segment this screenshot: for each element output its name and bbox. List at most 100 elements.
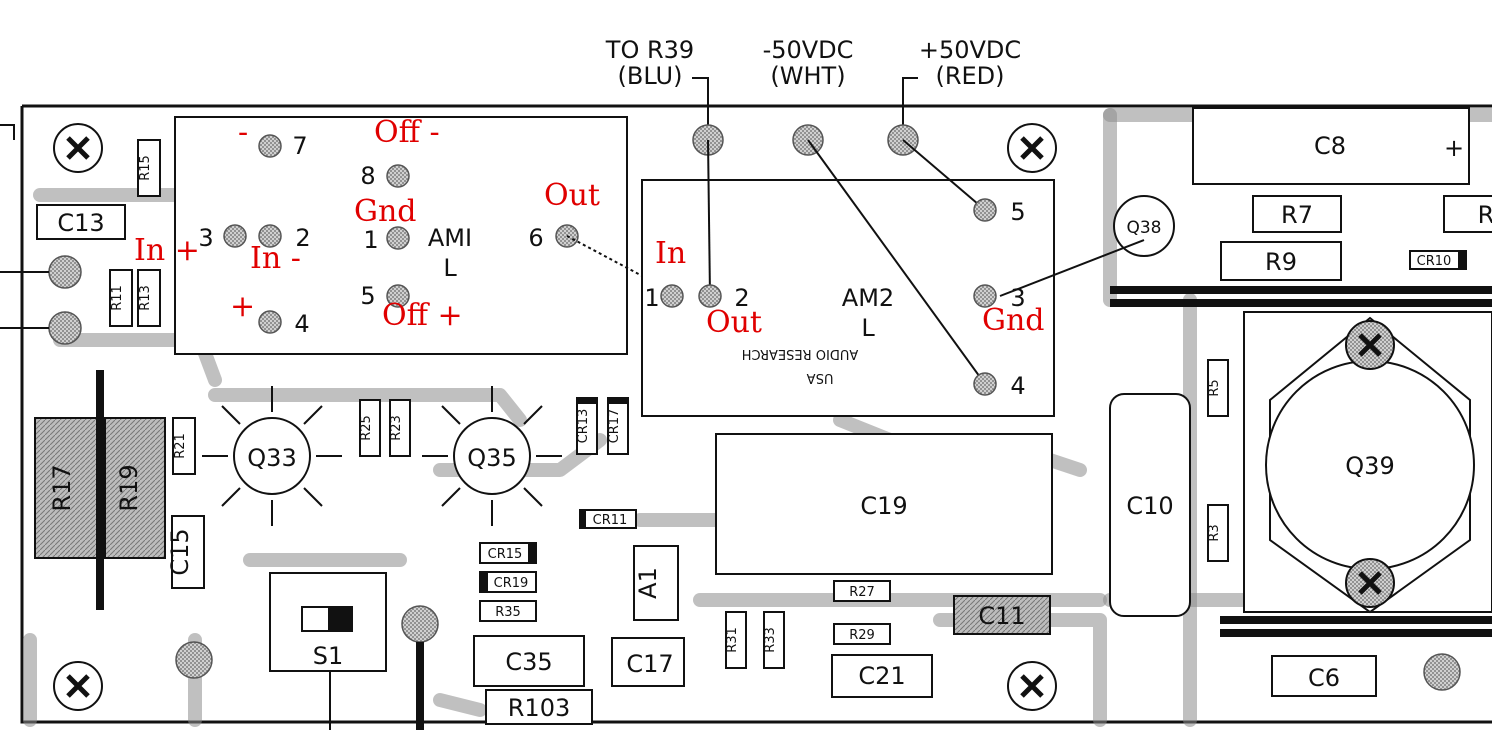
s1-label: S1 [313,642,344,670]
c35-label: C35 [505,648,552,676]
am1-pin-5-label: 5 [360,282,375,310]
cr11-band [580,510,586,528]
q38-trace [999,239,1145,297]
am2-pin-5-label: 5 [1010,198,1025,226]
r31-label: R31 [725,627,740,653]
cr10-label: CR10 [1417,254,1452,269]
mounting-hole-bottom-left [53,661,103,711]
c17-label: C17 [626,650,673,678]
r3-resistor [1207,504,1229,562]
r27-label: R27 [849,585,875,600]
tor39-trace [707,139,711,297]
am1-pin-8-label: 8 [360,162,375,190]
r-cut-resistor [1443,195,1492,233]
r23-label: R23 [389,415,404,441]
am1-pin-1 [386,226,410,250]
c6-label: C6 [1308,664,1340,692]
am1-pin-2 [258,224,282,248]
pos50vdc-wire [902,77,918,135]
terminal-bottom-left [175,641,213,679]
q39-screw-top [1345,320,1395,370]
am1-pin-1-label: 1 [363,226,378,254]
r3-label: R3 [1207,524,1222,541]
r9-resistor [1220,241,1342,281]
q38-transistor [1113,195,1175,257]
am2-pin-4-label: 4 [1010,372,1025,400]
am2-pin-2-label: 2 [734,284,749,312]
am2-name-label: AM2 [842,284,894,312]
q33-transistor [202,386,342,526]
r29-resistor [833,623,891,645]
a1-label: A1 [634,567,662,599]
annotation-minus-pin7: - [238,115,248,150]
q35-label: Q35 [467,444,516,472]
r27-resistor [833,580,891,602]
am1-pin-3 [223,224,247,248]
cr17-band [608,398,628,404]
cr15-band [528,543,536,563]
cr10-band [1458,251,1466,269]
annotation-in-minus: In - [250,241,301,276]
r11-resistor [109,269,133,327]
am2-mirrored-origin-text: USA [806,370,833,385]
r33-resistor [763,611,785,669]
r5-resistor [1207,359,1229,417]
cr17-label: CR17 [607,409,622,444]
c21-capacitor [831,654,933,698]
mounting-hole-top-mid [1007,123,1057,173]
am1-pin-5 [386,284,410,308]
neg50vdc-label: -50VDC [763,36,854,64]
annotation-off-minus: Off - [374,115,440,150]
pos50vdc-label: +50VDC [919,36,1021,64]
handwritten-annotations: - Off - Gnd In + In - + Off + Out In Out… [134,115,1045,340]
am2-pin-3 [973,284,997,308]
a1-module [633,545,679,621]
neg50vdc-trace [807,139,986,385]
cr19-label: CR19 [494,576,529,591]
am2-pin-4 [973,372,997,396]
r19-resistor [104,417,166,559]
am2-sub-label: L [861,314,875,342]
am1-pin-8 [386,164,410,188]
r23-resistor [389,399,411,457]
r25-label: R25 [359,415,374,441]
pos50vdc-trace [902,139,986,211]
am1-pin-4-label: 4 [294,310,309,338]
am2-pin-1 [660,284,684,308]
annotation-in-plus: In + [134,233,200,268]
am1-pin-7 [258,134,282,158]
am1-sub-label: L [443,254,457,282]
annotation-off-plus: Off + [382,298,463,333]
s1-actuator-knob [328,607,352,631]
c19-label: C19 [860,492,907,520]
c13-capacitor [36,204,126,240]
am1-pin-4 [258,310,282,334]
tor39-wire [692,77,709,135]
c15-label: C15 [166,528,194,575]
c35-capacitor [473,635,585,687]
c10-label: C10 [1126,492,1173,520]
r31-resistor [725,611,747,669]
r5-label: R5 [1207,379,1222,396]
r9-label: R9 [1265,248,1297,276]
r21-resistor [172,417,196,475]
cr13-label: CR13 [576,409,591,444]
c11-label: C11 [978,602,1025,630]
r35-label: R35 [495,605,521,620]
q39-screw-bottom [1345,558,1395,608]
c19-capacitor [715,433,1053,575]
terminal-bottom-right [1423,653,1461,691]
r29-label: R29 [849,628,875,643]
am2-pin-2 [698,284,722,308]
r15-resistor [137,139,161,197]
r21-label: R21 [173,433,188,459]
am1-pin-7-label: 7 [292,132,307,160]
r19-label: R19 [115,464,143,511]
board-edge-mark [0,124,15,140]
mounting-hole-top-left [53,123,103,173]
c8-polarity-label: + [1444,134,1464,162]
mounting-hole-bottom-mid [1007,661,1057,711]
cr15-label: CR15 [488,547,523,562]
annotation-out-am2: Out [706,305,762,340]
